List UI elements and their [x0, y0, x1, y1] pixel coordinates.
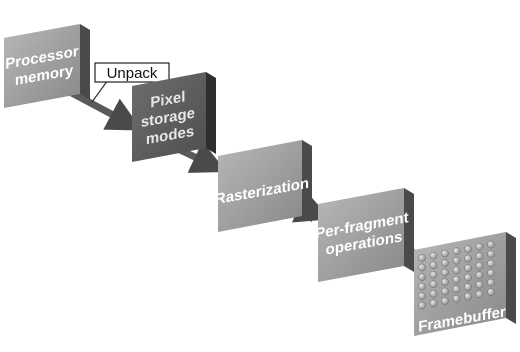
framebuffer-pixel-dot	[452, 275, 461, 284]
framebuffer-pixel-dot	[464, 283, 472, 291]
rasterization-face	[218, 140, 302, 232]
stage-pixel-storage-modes: Pixel storage modes	[132, 72, 216, 162]
framebuffer-pixel-dot	[464, 245, 472, 253]
framebuffer-pixel-dot	[429, 261, 438, 270]
framebuffer-pixel-dot	[464, 273, 472, 282]
framebuffer-pixel-dot	[487, 240, 495, 249]
unpack-callout: Unpack	[91, 62, 170, 103]
framebuffer-pixel-dot	[475, 271, 484, 280]
framebuffer-pixel-dot	[464, 292, 472, 301]
stage-rasterization: Rasterization	[215, 140, 312, 232]
stage-framebuffer: Framebuffer	[414, 232, 516, 336]
framebuffer-side	[506, 232, 516, 324]
framebuffer-pixel-dot	[418, 282, 426, 291]
per-fragment-side	[404, 188, 414, 272]
processor-memory-side	[80, 24, 90, 100]
framebuffer-pixel-dot	[487, 278, 495, 287]
framebuffer-pixel-dot	[429, 299, 438, 308]
framebuffer-pixel-dot	[452, 256, 461, 265]
processor-memory-face	[4, 24, 80, 108]
framebuffer-pixel-dot	[464, 264, 472, 272]
framebuffer-pixel-dot	[418, 292, 426, 300]
framebuffer-pixel-dot	[441, 278, 449, 286]
framebuffer-pixel-dot	[441, 259, 449, 267]
framebuffer-pixel-dot	[441, 249, 449, 258]
framebuffer-pixel-dot	[487, 269, 495, 277]
framebuffer-pixel-dot	[452, 247, 461, 256]
pixel-storage-face	[132, 72, 206, 162]
unpack-callout-box	[94, 62, 170, 83]
framebuffer-pixel-dot	[441, 297, 449, 305]
framebuffer-pixel-dot	[429, 280, 438, 289]
framebuffer-pixel-dot	[452, 294, 461, 303]
framebuffer-pixel-dot	[475, 280, 484, 289]
framebuffer-pixel-dot	[429, 270, 438, 279]
framebuffer-pixel-dot	[418, 273, 426, 281]
framebuffer-face	[414, 232, 506, 336]
pixel-storage-label-line-1: Pixel	[150, 88, 185, 111]
framebuffer-pixel-dot	[475, 252, 484, 261]
framebuffer-pixel-dot	[429, 251, 438, 260]
arrow-pixel-to-rasterization	[178, 141, 227, 173]
framebuffer-pixel-dot	[452, 285, 461, 294]
framebuffer-pixel-dot	[487, 288, 495, 296]
stage-processor-memory: Processor memory	[4, 24, 90, 108]
unpack-label: Unpack	[107, 65, 158, 82]
framebuffer-pixel-grid	[418, 240, 495, 310]
framebuffer-pixel-dot	[487, 259, 495, 268]
framebuffer-pixel-dot	[441, 287, 449, 296]
framebuffer-pixel-dot	[429, 289, 438, 298]
framebuffer-pixel-dot	[487, 250, 495, 258]
framebuffer-pixel-dot	[418, 254, 426, 262]
framebuffer-pixel-dot	[464, 254, 472, 263]
per-fragment-face	[318, 188, 404, 282]
framebuffer-pixel-dot	[418, 263, 426, 272]
rasterization-side	[302, 140, 312, 222]
framebuffer-pixel-dot	[418, 301, 426, 310]
pixel-storage-side	[206, 72, 216, 154]
arrow-processor-to-pixel	[68, 88, 143, 131]
unpack-leader-line	[91, 79, 109, 103]
framebuffer-pixel-dot	[475, 242, 484, 251]
stage-per-fragment-operations: Per-fragment operations	[315, 188, 414, 282]
framebuffer-pixel-dot	[452, 266, 461, 275]
framebuffer-pixel-dot	[475, 261, 484, 270]
framebuffer-pixel-dot	[475, 290, 484, 299]
framebuffer-pixel-dot	[441, 268, 449, 277]
